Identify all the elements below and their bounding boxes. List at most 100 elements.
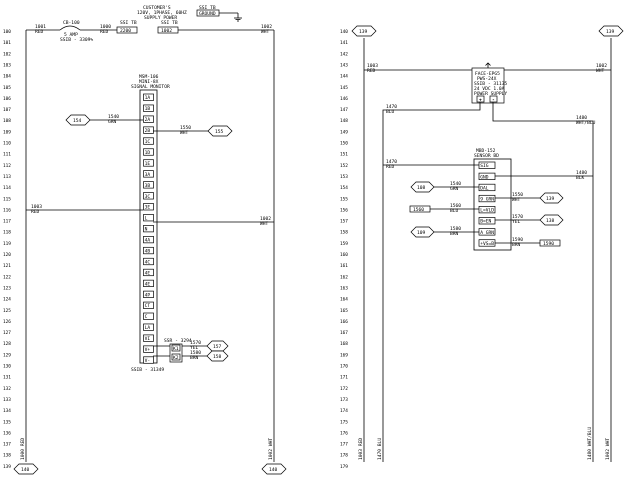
monitor-terminal-label: V+ <box>145 347 151 353</box>
signal-monitor: MSM-106 MINI-8X SIGNAL MONITOR 1A1B2A2B1… <box>131 74 170 373</box>
r-w1003-color: RED <box>367 68 376 74</box>
bottom-right-labels: 1003 RED 1470 BLU 1480 WHT/BLU 1002 WHT <box>358 427 611 460</box>
line-number: 133 <box>3 397 11 403</box>
monitor-terminal-label: V- <box>145 358 151 364</box>
line-number: 174 <box>340 408 348 414</box>
line-number: 177 <box>340 442 348 448</box>
r-w1570: 1570 <box>512 214 523 220</box>
r-w1560-color: BLU <box>450 208 459 214</box>
monitor-terminal <box>143 279 154 287</box>
line-number: 117 <box>3 219 11 225</box>
ref-139-right-label: 139 <box>606 29 615 35</box>
r-w1480b: 1480 <box>576 170 587 176</box>
bottom-right-wire-1: 1003 RED <box>358 438 364 460</box>
sensor-terminal <box>478 194 496 203</box>
bottom-left-wire-red: 1000 RED <box>20 438 26 460</box>
monitor-terminal-label: 4E <box>145 281 151 287</box>
line-number: 147 <box>340 107 348 113</box>
ref-140-right-label: 140 <box>269 467 278 473</box>
monitor-terminal-label: 1A <box>145 95 151 101</box>
line-number: 116 <box>3 207 11 213</box>
line-number: 172 <box>340 386 348 392</box>
line-number: 101 <box>3 40 11 46</box>
w1570-left: 1570 <box>190 340 201 346</box>
line-number: 148 <box>340 118 348 124</box>
monitor-model: MSM-106 <box>139 74 159 80</box>
line-number: 143 <box>340 63 348 69</box>
supply-power: CUSTOMER'S 120V, 1PHASE, 60HZ SUPPLY POW… <box>26 5 274 43</box>
line-number: 160 <box>340 252 348 258</box>
bottom-left-wire-wht: 1002 WHT <box>268 438 274 460</box>
tb-ground-label: SSI TB <box>199 5 216 11</box>
w1001: 1001 <box>35 24 46 30</box>
line-number: 107 <box>3 107 11 113</box>
ref-108-label: 108 <box>417 185 426 191</box>
box-1560-label: 1560 <box>413 207 424 213</box>
line-number: 158 <box>340 230 348 236</box>
r-w1470-color: BLU <box>386 109 395 115</box>
monitor-terminal-label: CT <box>145 303 151 309</box>
ref-140-left-label: 140 <box>21 467 30 473</box>
monitor-terminal <box>143 93 154 101</box>
monitor-terminal-label: 1B <box>145 106 151 112</box>
line-number: 175 <box>340 419 348 425</box>
ps-plus: + <box>479 98 482 103</box>
line-number: 135 <box>3 419 11 425</box>
ref-155 <box>207 125 233 137</box>
box-1590 <box>539 239 561 247</box>
r-w1590-color: BRN <box>512 242 521 248</box>
line-number: 136 <box>3 430 11 436</box>
ref-139 <box>539 192 564 204</box>
ssr-tag-b: K2 <box>173 355 179 361</box>
line-number: 166 <box>340 319 348 325</box>
w1550: 1550 <box>180 125 191 131</box>
w1002-mid-color: WHT <box>260 221 269 227</box>
line-number: 130 <box>3 364 11 370</box>
monitor-terminal <box>143 115 154 123</box>
tb2-value: 1002 <box>161 28 172 34</box>
sb-model: MBD-152 <box>476 148 496 154</box>
w1001-color: RED <box>35 29 44 35</box>
line-number: 106 <box>3 96 11 102</box>
monitor-terminal <box>143 148 154 156</box>
sensor-terminal-label: GND <box>480 174 489 180</box>
r-w1002: 1002 <box>596 63 607 69</box>
r-w1570-color: YEL <box>512 219 521 225</box>
monitor-terminal-label: 3B <box>145 183 151 189</box>
ps-line1: FACE-EPG5 <box>475 71 500 77</box>
monitor-terminals: 1A1B2A2B1C1D1E3A3B3C3ELN4A4B4C4E4E4PCTCL… <box>143 93 154 364</box>
w1000-color: RED <box>100 29 109 35</box>
power-supply: 1003 RED 1002 WHT FACE-EPG5 PWS-24X SSIB… <box>364 62 611 462</box>
line-number: 156 <box>340 207 348 213</box>
w1540: 1540 <box>108 114 119 120</box>
monitor-terminal-label: 4E <box>145 270 151 276</box>
monitor-terminal <box>143 225 154 233</box>
monitor-terminal <box>143 290 154 298</box>
line-number: 126 <box>3 319 11 325</box>
line-number: 146 <box>340 96 348 102</box>
r-w1550-color: WHT <box>512 197 521 203</box>
line-number: 103 <box>3 63 11 69</box>
ref-138-label: 138 <box>546 218 555 224</box>
line-number: 157 <box>340 219 348 225</box>
sensor-terminal-label: SIG <box>480 163 489 169</box>
ref-139-left <box>351 25 377 37</box>
monitor-terminal <box>143 246 154 255</box>
line-number: 145 <box>340 85 348 91</box>
line-number: 104 <box>3 74 11 80</box>
r-w1540: 1540 <box>450 181 461 187</box>
line-number: 142 <box>340 51 348 57</box>
line-number: 113 <box>3 174 11 180</box>
w1540-color: GRN <box>108 119 117 125</box>
line-number: 128 <box>3 341 11 347</box>
monitor-terminal <box>143 170 154 178</box>
ref-139-right <box>598 25 624 37</box>
monitor-terminal <box>143 345 154 353</box>
bottom-right-wire-2: 1470 BLU <box>377 438 383 460</box>
monitor-terminal <box>143 104 154 112</box>
r-w1580-color: BRN <box>450 231 459 237</box>
ref-157-label: 157 <box>213 344 222 350</box>
monitor-terminal <box>143 334 154 342</box>
monitor-terminal-label: 4B <box>145 249 151 255</box>
ground-arrow-icon <box>485 62 491 66</box>
